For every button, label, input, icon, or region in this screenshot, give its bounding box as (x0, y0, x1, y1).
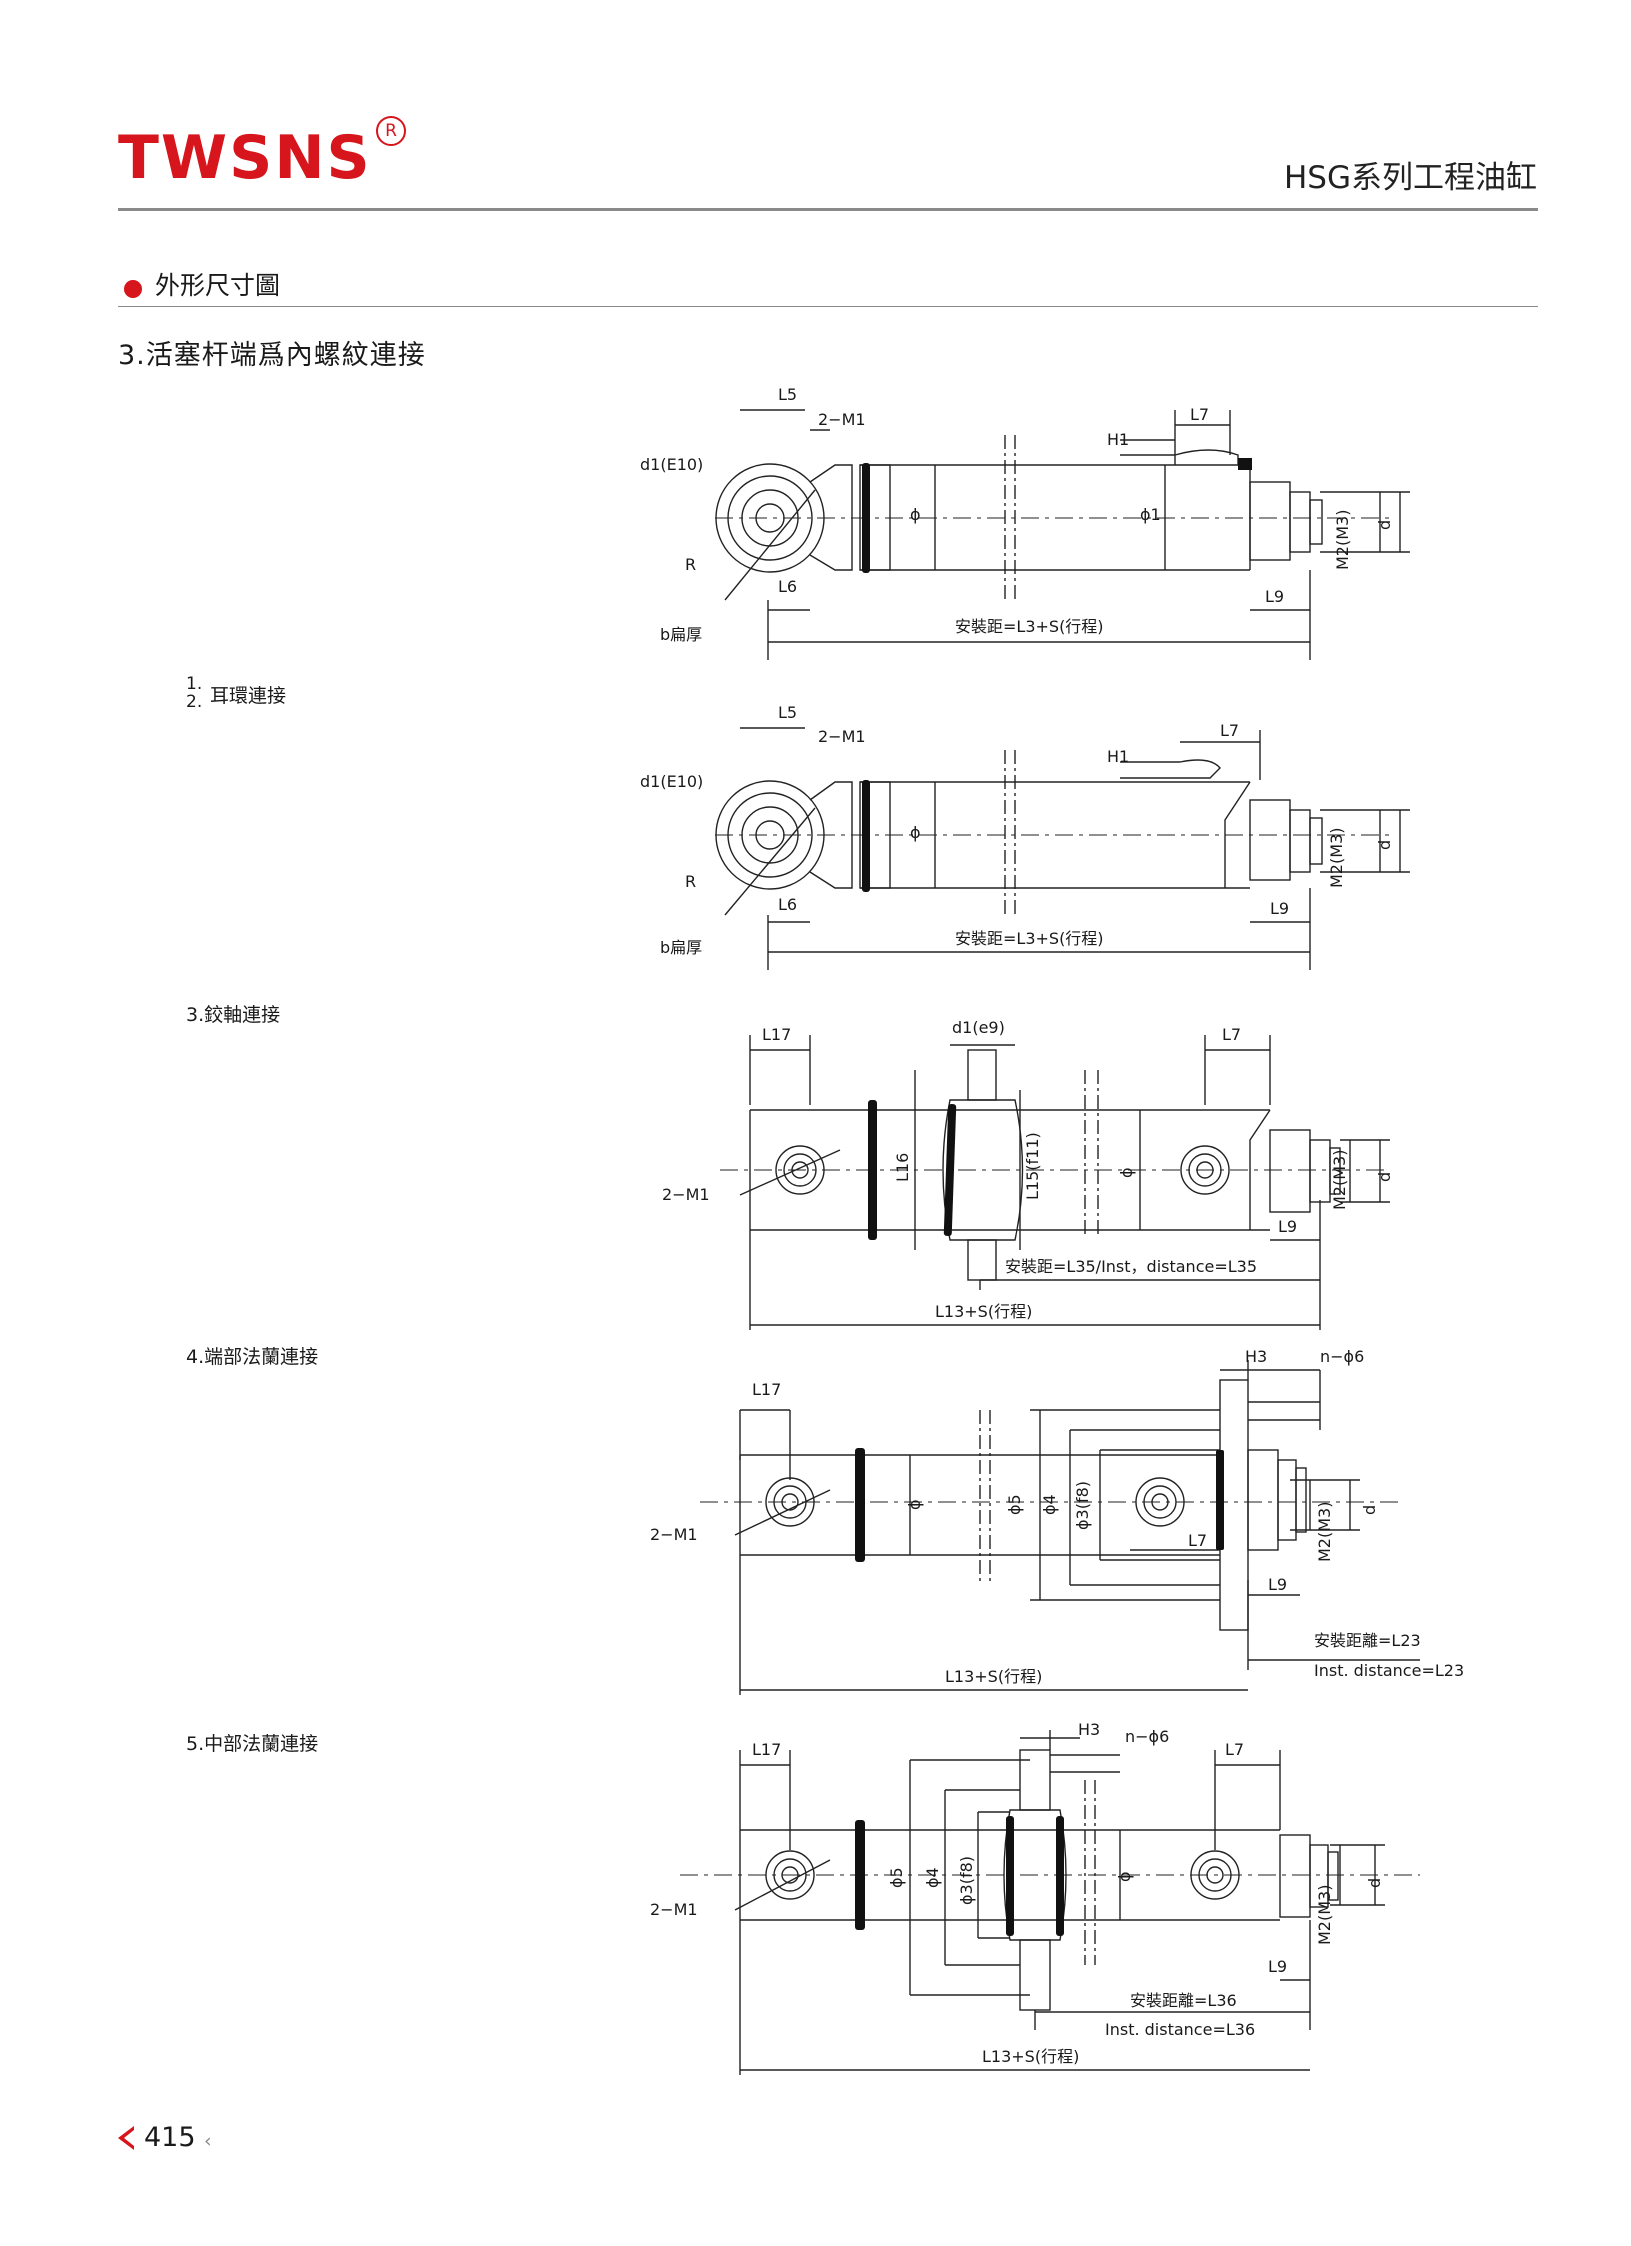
dim-d: d (1375, 520, 1394, 530)
section-subtitle: 3.活塞杆端爲內螺紋連接 (118, 340, 426, 371)
dim-phi: ϕ (910, 823, 921, 842)
dim-l16: L16 (893, 1153, 912, 1182)
drawing-ear-ring-2: L5 2−M1 d1(E10) R b扁厚 L6 ϕ H1 L7 L9 M2(M… (640, 703, 1410, 970)
install-distance-cn: 安裝距離=L36 (1130, 1991, 1237, 2010)
dim-phi: ϕ (1117, 1167, 1136, 1178)
dim-d: d (1375, 1172, 1394, 1182)
dim-r: R (685, 872, 696, 891)
dim-b: b扁厚 (660, 938, 702, 957)
dim-m2: M2(M3) (1333, 510, 1352, 570)
dim-l7: L7 (1190, 405, 1209, 424)
install-distance: 安裝距=L3+S(行程) (955, 929, 1104, 948)
drawing-end-flange: H3 n−ϕ6 L17 2−M1 ϕ ϕ5 ϕ4 ϕ3(f8) L7 M2(M3… (650, 1347, 1464, 1695)
dim-l6: L6 (778, 895, 797, 914)
dim-l7: L7 (1222, 1025, 1241, 1044)
install-distance: 安裝距=L35/Inst，distance=L35 (1005, 1257, 1257, 1276)
dim-d1: d1(E10) (640, 455, 703, 474)
dim-phi: ϕ (1115, 1871, 1134, 1882)
dim-phi4: ϕ4 (923, 1867, 942, 1888)
brand-logo: TWSNS (118, 123, 372, 193)
drawing-mid-flange: L17 H3 n−ϕ6 L7 2−M1 ϕ5 ϕ4 ϕ3(f8) ϕ M2(M3… (650, 1720, 1420, 2075)
drawing-ear-ring-1: L5 2−M1 d1(E10) R b扁厚 L6 ϕ ϕ1 H1 L7 L9 M… (640, 385, 1410, 660)
chevron-right-icon: ‹ (204, 2130, 212, 2152)
page-number: 415 (144, 2122, 196, 2153)
chevron-left-inner (124, 2130, 134, 2146)
dim-d1e9: d1(e9) (952, 1018, 1005, 1037)
registered-mark-icon: R (376, 116, 406, 146)
header-rule (118, 208, 1538, 211)
dim-m1: 2−M1 (662, 1185, 710, 1204)
dim-m1: 2−M1 (818, 410, 866, 429)
total-length: L13+S(行程) (945, 1667, 1042, 1686)
dim-l9: L9 (1270, 899, 1289, 918)
install-distance-cn: 安裝距離=L23 (1314, 1631, 1421, 1650)
dim-m2: M2(M3) (1327, 828, 1346, 888)
dim-r: R (685, 555, 696, 574)
connection-label-trunnion: 3.鉸軸連接 (186, 1004, 281, 1026)
install-distance-en: Inst. distance=L23 (1314, 1661, 1464, 1680)
bullet-dot-icon (124, 280, 142, 298)
dim-d: d (1365, 1878, 1384, 1888)
dim-phi4: ϕ4 (1040, 1494, 1059, 1515)
dim-phi1: ϕ1 (1140, 505, 1161, 524)
dim-m1: 2−M1 (650, 1525, 698, 1544)
total-length: L13+S(行程) (935, 1302, 1032, 1321)
drawing-trunnion: L17 d1(e9) L7 2−M1 L16 L15(f11) ϕ M2(M3)… (662, 1018, 1394, 1330)
dim-l17: L17 (752, 1380, 781, 1399)
dim-b: b扁厚 (660, 625, 702, 644)
dim-l17: L17 (752, 1740, 781, 1759)
dim-d1: d1(E10) (640, 772, 703, 791)
dim-h1: H1 (1107, 747, 1129, 766)
connection-label-1-2: 1. 2. (186, 674, 203, 712)
dim-l15: L15(f11) (1023, 1132, 1042, 1200)
connection-number: 1. 2. (186, 674, 203, 712)
install-distance: 安裝距=L3+S(行程) (955, 617, 1104, 636)
dim-l9: L9 (1265, 587, 1284, 606)
dim-l7: L7 (1188, 1531, 1207, 1550)
dim-l9: L9 (1268, 1575, 1287, 1594)
dim-n-phi6: n−ϕ6 (1320, 1347, 1364, 1366)
connection-label-mid-flange: 5.中部法蘭連接 (186, 1733, 319, 1755)
dim-d: d (1360, 1505, 1379, 1515)
dim-m1: 2−M1 (650, 1900, 698, 1919)
dim-l5: L5 (778, 703, 797, 722)
dim-d: d (1375, 840, 1394, 850)
dim-n-phi6: n−ϕ6 (1125, 1727, 1169, 1746)
dim-phi3: ϕ3(f8) (957, 1856, 976, 1905)
section-title: 外形尺寸圖 (155, 271, 281, 300)
dim-m2: M2(M3) (1315, 1885, 1334, 1945)
dim-h1: H1 (1107, 430, 1129, 449)
dim-l5: L5 (778, 385, 797, 404)
connection-name-ear-ring: 耳環連接 (210, 685, 287, 707)
install-distance-en: Inst. distance=L36 (1105, 2020, 1255, 2039)
dim-phi5: ϕ5 (1005, 1494, 1024, 1515)
dim-m2: M2(M3) (1315, 1502, 1334, 1562)
dim-phi: ϕ (905, 1499, 924, 1510)
dim-m1: 2−M1 (818, 727, 866, 746)
series-title: HSG系列工程油缸 (1283, 160, 1537, 196)
dim-m2: M2(M3) (1330, 1150, 1349, 1210)
dim-l7: L7 (1220, 721, 1239, 740)
dim-phi3: ϕ3(f8) (1073, 1481, 1092, 1530)
dim-l6: L6 (778, 577, 797, 596)
dim-phi: ϕ (910, 505, 921, 524)
total-length: L13+S(行程) (982, 2047, 1079, 2066)
connection-label-end-flange: 4.端部法蘭連接 (186, 1346, 319, 1368)
dim-h3: H3 (1078, 1720, 1100, 1739)
dim-phi5: ϕ5 (887, 1867, 906, 1888)
dim-h3: H3 (1245, 1347, 1267, 1366)
dim-l17: L17 (762, 1025, 791, 1044)
dim-l9: L9 (1268, 1957, 1287, 1976)
dim-l9: L9 (1278, 1217, 1297, 1236)
section-rule (118, 306, 1538, 307)
dim-l7: L7 (1225, 1740, 1244, 1759)
